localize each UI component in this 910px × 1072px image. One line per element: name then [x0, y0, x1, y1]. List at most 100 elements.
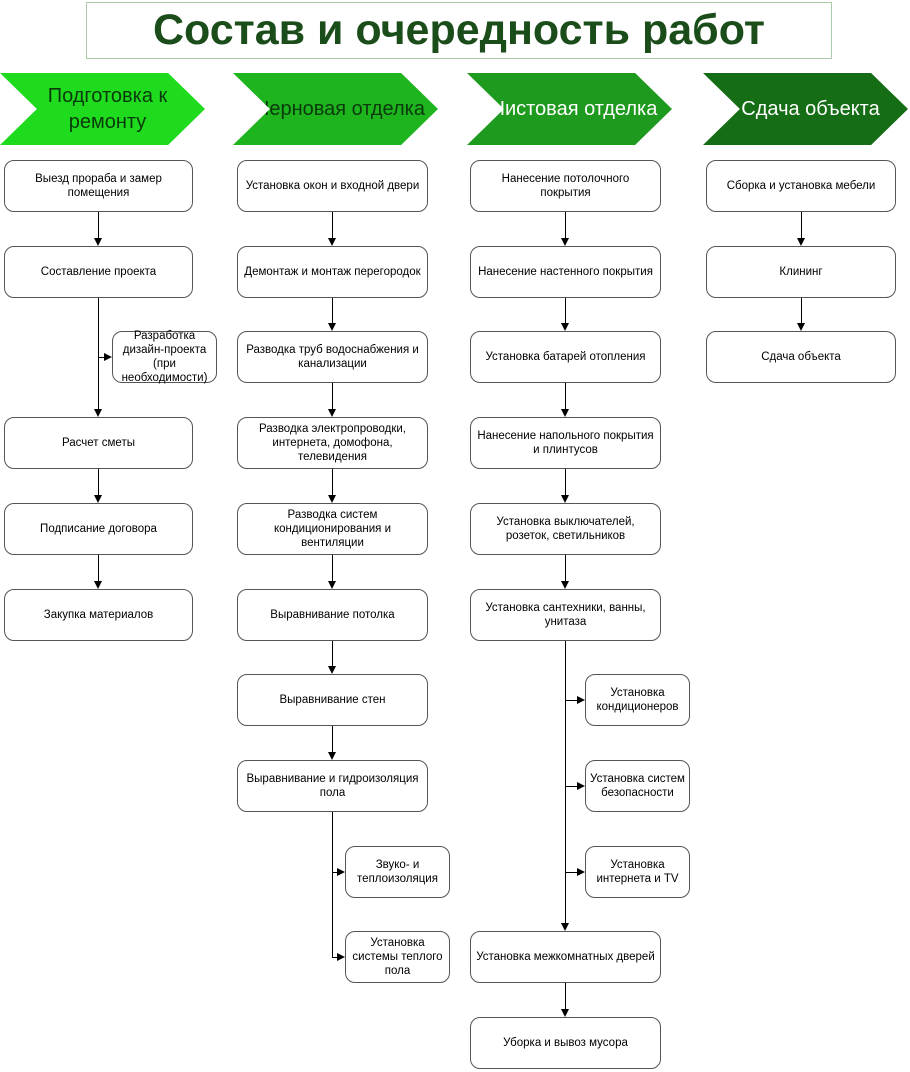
- arrow-down-icon: [561, 923, 569, 931]
- task-label: Разводка электропроводки, интернета, дом…: [259, 423, 406, 463]
- task-box: Расчет сметы: [4, 417, 193, 469]
- task-box: Составление проекта: [4, 246, 193, 298]
- stage-chevron: Чистовая отделка: [467, 73, 672, 145]
- arrow-down-icon: [94, 581, 102, 589]
- connector-line: [98, 555, 99, 581]
- side-task-box: Установка системы теплого пола: [345, 931, 450, 983]
- task-label: Расчет сметы: [62, 437, 135, 449]
- task-label: Сдача объекта: [761, 351, 841, 363]
- task-box: Установка межкомнатных дверей: [470, 931, 661, 983]
- connector-line: [332, 872, 337, 873]
- arrow-right-icon: [577, 782, 585, 790]
- connector-line: [565, 555, 566, 581]
- arrow-right-icon: [104, 353, 112, 361]
- stage-chevron: Сдача объекта: [703, 73, 908, 145]
- side-task-box: Установка систем безопасности: [585, 760, 690, 812]
- arrow-right-icon: [337, 868, 345, 876]
- task-box: Нанесение настенного покрытия: [470, 246, 661, 298]
- connector-line: [801, 212, 802, 238]
- side-task-box: Разработка дизайн-проекта (при необходим…: [112, 330, 217, 384]
- task-box: Подписание договора: [4, 503, 193, 555]
- connector-line: [565, 383, 566, 409]
- arrow-down-icon: [94, 495, 102, 503]
- task-box: Клининг: [706, 246, 896, 298]
- task-box: Сдача объекта: [706, 331, 896, 383]
- task-label: Звуко- и теплоизоляция: [357, 859, 438, 885]
- task-box: Разводка труб водоснабжения и канализаци…: [237, 331, 428, 383]
- connector-line: [332, 641, 333, 666]
- task-label: Установка межкомнатных дверей: [476, 951, 655, 963]
- task-label: Разработка дизайн-проекта (при необходим…: [121, 330, 208, 384]
- arrow-down-icon: [328, 409, 336, 417]
- connector-line: [332, 957, 337, 958]
- task-label: Установка сантехники, ванны, унитаза: [485, 602, 646, 628]
- task-box: Демонтаж и монтаж перегородок: [237, 246, 428, 298]
- task-label: Составление проекта: [40, 266, 157, 278]
- stage-label: Подготовка к ремонту: [47, 85, 168, 133]
- task-box: Закупка материалов: [4, 589, 193, 641]
- task-box: Уборка и вывоз мусора: [470, 1017, 661, 1069]
- task-label: Демонтаж и монтаж перегородок: [244, 266, 421, 278]
- stage-label: Чистовая отделка: [491, 98, 658, 120]
- connector-line: [332, 555, 333, 581]
- task-box: Установка батарей отопления: [470, 331, 661, 383]
- arrow-down-icon: [328, 238, 336, 246]
- stage-label: Сдача объекта: [741, 98, 880, 120]
- arrow-down-icon: [561, 1009, 569, 1017]
- arrow-right-icon: [577, 696, 585, 704]
- connector-line: [565, 786, 577, 787]
- arrow-right-icon: [577, 868, 585, 876]
- task-box: Установка сантехники, ванны, унитаза: [470, 589, 661, 641]
- connector-line: [565, 700, 577, 701]
- task-label: Выезд прораба и замер помещения: [35, 173, 162, 199]
- task-label: Сборка и установка мебели: [726, 180, 876, 192]
- task-label: Выравнивание стен: [279, 694, 386, 706]
- side-task-box: Звуко- и теплоизоляция: [345, 846, 450, 898]
- arrow-down-icon: [561, 495, 569, 503]
- task-box: Сборка и установка мебели: [706, 160, 896, 212]
- task-label: Разводка труб водоснабжения и канализаци…: [246, 344, 419, 370]
- arrow-down-icon: [94, 409, 102, 417]
- stage-chevron: Подготовка к ремонту: [0, 73, 205, 145]
- task-label: Разводка систем кондиционирования и вент…: [273, 509, 391, 549]
- task-box: Нанесение потолочного покрытия: [470, 160, 661, 212]
- task-box: Выравнивание и гидроизоляция пола: [237, 760, 428, 812]
- arrow-down-icon: [561, 323, 569, 331]
- task-box: Установка окон и входной двери: [237, 160, 428, 212]
- connector-line: [332, 383, 333, 409]
- task-label: Установка окон и входной двери: [245, 180, 420, 192]
- stage-chevron: Черновая отделка: [233, 73, 438, 145]
- connector-line: [98, 469, 99, 495]
- arrow-down-icon: [328, 581, 336, 589]
- arrow-down-icon: [797, 323, 805, 331]
- connector-line: [332, 212, 333, 238]
- task-box: Выезд прораба и замер помещения: [4, 160, 193, 212]
- arrow-down-icon: [328, 323, 336, 331]
- connector-line: [98, 357, 104, 358]
- connector-line: [332, 726, 333, 752]
- task-box: Установка выключателей, розеток, светиль…: [470, 503, 661, 555]
- task-box: Нанесение напольного покрытия и плинтусо…: [470, 417, 661, 469]
- task-label: Нанесение напольного покрытия и плинтусо…: [477, 430, 654, 456]
- task-box: Выравнивание стен: [237, 674, 428, 726]
- arrow-down-icon: [561, 581, 569, 589]
- connector-line: [801, 298, 802, 323]
- connector-line: [565, 212, 566, 238]
- task-label: Установка выключателей, розеток, светиль…: [496, 516, 635, 542]
- connector-line: [565, 983, 566, 1009]
- connector-line: [565, 298, 566, 323]
- task-label: Уборка и вывоз мусора: [503, 1037, 628, 1049]
- connector-line: [565, 641, 566, 923]
- arrow-down-icon: [94, 238, 102, 246]
- task-label: Установка интернета и TV: [596, 859, 679, 885]
- arrow-right-icon: [337, 953, 345, 961]
- task-label: Установка систем безопасности: [590, 773, 685, 799]
- task-label: Выравнивание и гидроизоляция пола: [246, 773, 419, 799]
- stage-label: Черновая отделка: [256, 98, 425, 120]
- page-title: Состав и очередность работ: [153, 6, 765, 54]
- arrow-down-icon: [561, 238, 569, 246]
- connector-line: [565, 469, 566, 495]
- task-label: Закупка материалов: [43, 609, 154, 621]
- task-label: Установка системы теплого пола: [352, 937, 443, 977]
